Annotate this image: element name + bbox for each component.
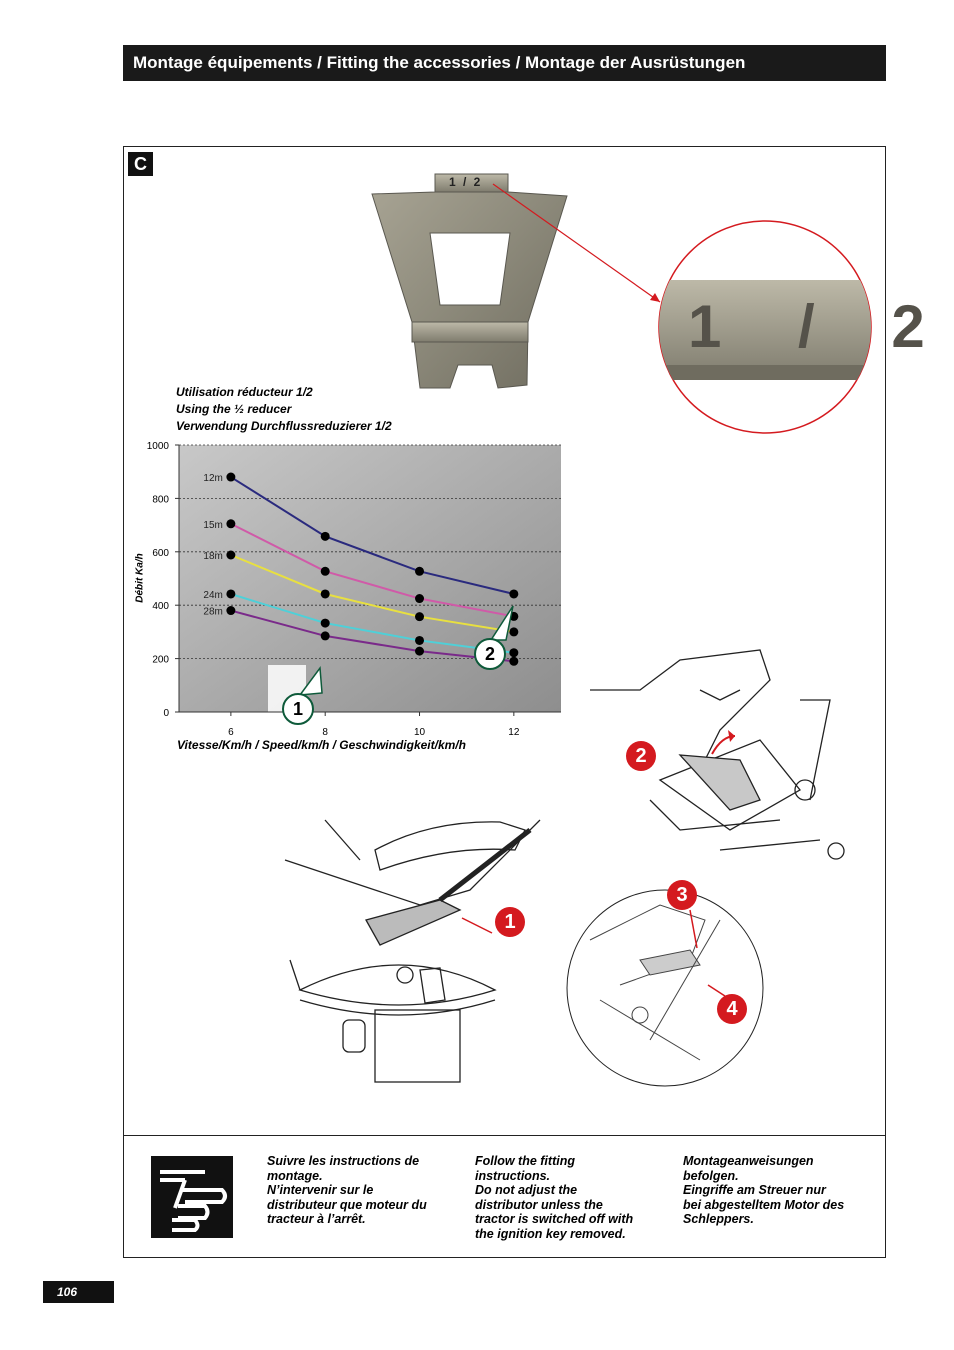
data-point [226,519,236,529]
y-tick-label: 1000 [147,441,170,452]
note-fr-line: N’intervenir sur le [267,1183,374,1197]
note-en-line: Follow the fitting [475,1154,575,1168]
series-line [230,554,514,633]
y-tick-label: 200 [152,655,169,666]
note-de-line: Schleppers. [683,1212,754,1226]
chart-callout-1: 1 [282,693,314,725]
note-fr-line: Suivre les instructions de [267,1154,420,1168]
data-point [320,566,330,576]
note-fr-line: montage. [267,1168,323,1183]
section-label: C [128,152,153,176]
chart-caption: Utilisation réducteur 1/2 Using the ½ re… [176,384,392,435]
series-label: 12m [203,473,222,484]
data-point [509,627,519,637]
plate-marking-zoom: 1 / 2 [688,293,954,360]
notes-divider [123,1135,886,1136]
data-point [320,589,330,599]
note-de-line: befolgen. [683,1168,739,1183]
series-label: 18m [203,551,222,562]
y-tick-label: 0 [163,708,169,719]
data-point [226,550,236,560]
series-line [230,609,514,663]
note-de: Montageanweisungen befolgen. Eingriffe a… [683,1154,863,1227]
data-point [226,606,236,616]
chart-caption-de: Verwendung Durchflussreduzierer 1/2 [176,419,392,433]
note-en: Follow the fitting instructions. Do not … [475,1154,655,1241]
data-point [320,618,330,628]
step-badge-1: 1 [495,907,525,937]
data-point [320,631,330,641]
figure-frame [123,146,886,1258]
data-point [415,594,425,604]
chart-caption-en: Using the ½ reducer [176,402,292,416]
note-fr: Suivre les instructions de montage. N’in… [267,1154,447,1227]
x-tick-label: 8 [322,727,328,738]
note-de-line: bei abgestelltem Motor des [683,1197,845,1212]
plate-marking: 1 / 2 [449,175,483,189]
note-fr-line: distributeur que moteur du [267,1197,427,1212]
note-en-line: instructions. [475,1168,551,1183]
note-de-line: Eingriffe am Streuer nur [683,1183,826,1197]
chart-caption-fr: Utilisation réducteur 1/2 [176,385,313,399]
page-number: 106 [43,1281,114,1303]
data-point [226,472,236,482]
distributor-illustration [590,649,845,860]
series-label: 15m [203,520,222,531]
y-axis-label: Débit Ka/h [134,553,146,603]
data-point [509,648,519,658]
x-tick-label: 6 [228,727,234,738]
y-tick-label: 400 [152,601,169,612]
step-badge-3: 3 [667,880,697,910]
note-en-line: distributor unless the [475,1197,603,1212]
series-label: 28m [203,607,222,618]
note-en-line: the ignition key removed. [475,1226,626,1241]
y-tick-label: 600 [152,548,169,559]
note-de-line: Montageanweisungen [683,1154,814,1168]
data-point [226,589,236,599]
data-point [320,531,330,541]
x-axis-label: Vitesse/Km/h / Speed/km/h / Geschwindigk… [177,738,466,752]
data-point [415,612,425,622]
note-en-line: Do not adjust the [475,1183,578,1197]
note-fr-line: tracteur à l’arrêt. [267,1212,366,1226]
callout-pointer-2 [489,605,514,641]
note-en-line: tractor is switched off with [475,1212,634,1226]
chart-callout-2: 2 [474,638,506,670]
data-point [509,589,519,599]
x-tick-label: 12 [508,727,520,738]
page-header: Montage équipements / Fitting the access… [123,45,886,81]
data-point [509,656,519,666]
series-line [230,522,515,618]
step-badge-4: 4 [717,994,747,1024]
callout-pointer-1 [298,665,323,696]
data-point [415,566,425,576]
x-tick-label: 10 [414,727,426,738]
series-line [230,593,514,654]
data-point [415,646,425,656]
data-point [415,635,425,645]
spreader-illustration [284,819,541,1083]
series-label: 24m [203,590,222,601]
series-line [230,476,515,595]
y-tick-label: 800 [152,494,169,505]
step-badge-2: 2 [626,741,656,771]
